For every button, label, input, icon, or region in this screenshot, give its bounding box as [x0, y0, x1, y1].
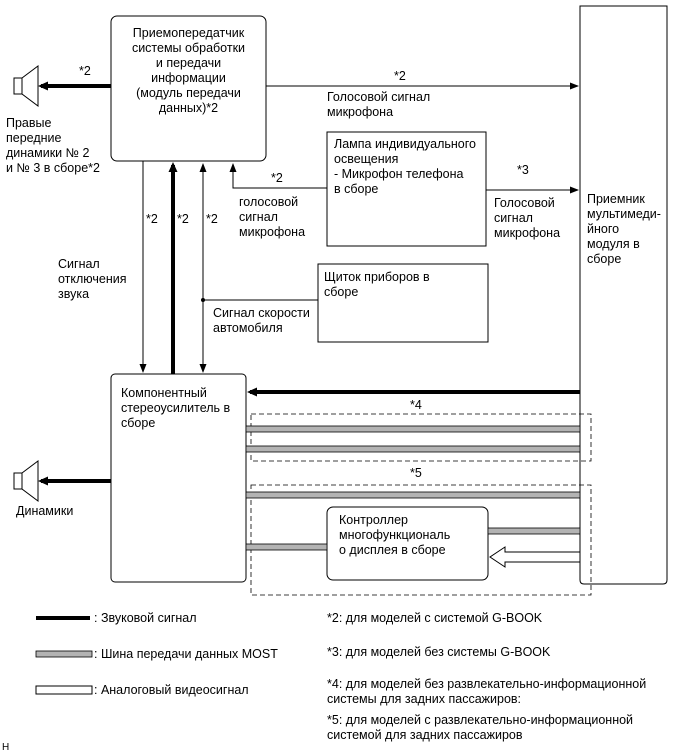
legend-video-text: : Аналоговый видеосигнал [94, 683, 249, 697]
legend-most-text: : Шина передачи данных MOST [94, 647, 278, 661]
speakers-label: Динамики [16, 504, 74, 518]
legend-most-line [35, 650, 93, 658]
most-bus-lines [245, 425, 581, 551]
multimedia-receiver-label: Приемник мультимеди- йного модуля в сбор… [587, 192, 661, 266]
note-2: *2: для моделей с системой G-BOOK [327, 611, 543, 625]
note-mark-mic-left: *2 [271, 171, 283, 185]
note-5: *5: для моделей с развлекательно-информа… [327, 713, 634, 742]
transceiver-box [110, 15, 267, 162]
note-mark-group-4: *4 [410, 398, 422, 412]
mic-line-lamp-to-transceiver [229, 163, 327, 189]
transceiver-label: Приемопередатчик системы обработки и пер… [131, 26, 246, 115]
front-speakers-label: Правые передние динамики № 2 и № 3 в сбо… [6, 116, 100, 175]
note-mark-mic-top: *2 [394, 69, 406, 83]
front-speaker-icon [13, 65, 39, 107]
display-controller-label: Контроллер многофункциональ о дисплея в … [339, 513, 451, 557]
most-bus-5b [487, 527, 581, 535]
display-controller-box [326, 506, 489, 581]
map-lamp-label: Лампа индивидуального освещения - Микроф… [334, 137, 476, 196]
most-bus-4b [245, 445, 581, 453]
map-lamp-box [326, 131, 487, 247]
amplifier-label: Компонентный стереоусилитель в сборе [121, 386, 231, 430]
note-mark-audio: *2 [177, 212, 189, 226]
mic-signal-top-label: Голосовой сигнал микрофона [327, 90, 431, 119]
note-mark-mute: *2 [146, 212, 158, 226]
group-5-outline [250, 484, 592, 596]
most-bus-5c [245, 543, 328, 551]
note-mark-front-speakers: *2 [79, 64, 91, 78]
note-mark-group-5: *5 [410, 466, 422, 480]
speaker-icon [13, 460, 39, 502]
video-arrow [489, 546, 581, 568]
group-4-outline [250, 413, 592, 462]
corner-mark: H [2, 742, 10, 753]
mute-signal-label: Сигнал отключения звука [58, 257, 127, 301]
legend-audio-text: : Звуковой сигнал [94, 611, 197, 625]
mic-signal-right-label: Голосовой сигнал микрофона [494, 196, 561, 240]
instrument-panel-box [317, 263, 489, 343]
note-mark-speed: *2 [206, 212, 218, 226]
mic-signal-left-label: голосовой сигнал микрофона [239, 195, 306, 239]
speed-signal-label: Сигнал скорости автомобиля [213, 306, 310, 335]
most-bus-4a [245, 425, 581, 433]
most-bus-5a [245, 491, 581, 499]
note-4: *4: для моделей без развлекательно-инфор… [327, 677, 647, 706]
amplifier-box [110, 373, 247, 583]
instrument-panel-label: Щиток приборов в сборе [324, 270, 430, 299]
legend-video-line [35, 685, 93, 695]
note-mark-mic-right: *3 [517, 163, 529, 177]
junction-dot [201, 298, 205, 302]
note-3: *3: для моделей без системы G-BOOK [327, 645, 551, 659]
multimedia-receiver-box [579, 5, 668, 585]
